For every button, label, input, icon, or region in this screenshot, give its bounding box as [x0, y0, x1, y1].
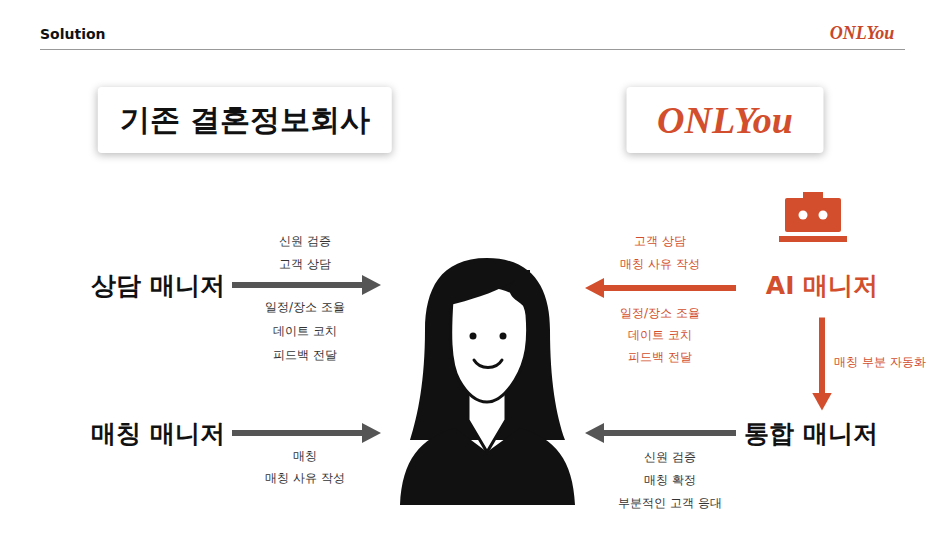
brand-mark: ONLYou [830, 23, 894, 45]
node-text: AI 매니저 [766, 269, 878, 302]
company-box: 기존 결혼정보회사 [98, 87, 392, 153]
node-text: 매칭 매니저 [91, 417, 225, 450]
manager-node: 통합 매니저 [740, 415, 882, 452]
edge-label: 매칭 부분 자동화 [832, 354, 928, 371]
task-text: 신원 검증 [279, 234, 331, 248]
slide-title: Solution [40, 26, 106, 42]
node-text: 통합 매니저 [744, 417, 878, 450]
ai-task-text: 고객 상담 [634, 234, 686, 248]
red-arrow [585, 278, 736, 298]
task-text: 부분적인 고객 응대 [618, 496, 722, 510]
task-text: 매칭 [293, 449, 317, 463]
node-text: ONLYou [657, 98, 793, 142]
manager-node: 상담 매니저 [87, 267, 229, 304]
header-rule [40, 49, 905, 50]
ai-manager-node: AI 매니저 [762, 267, 882, 304]
person-illustration [400, 258, 575, 505]
ai-task-text: 피드백 전달 [628, 350, 692, 364]
node-text: 기존 결혼정보회사 [120, 100, 370, 141]
task-text: 고객 상담 [279, 257, 331, 271]
ai-task-text: 매칭 사유 작성 [620, 257, 700, 271]
task-text: 매칭 확정 [644, 473, 696, 487]
task-text: 일정/장소 조율 [265, 300, 345, 314]
robot-icon [779, 192, 847, 242]
task-text: 신원 검증 [644, 450, 696, 464]
task-text: 피드백 전달 [273, 348, 337, 362]
brand-box: ONLYou [627, 87, 824, 153]
ai-task-text: 데이트 코치 [628, 328, 692, 342]
ai-task-text: 일정/장소 조율 [620, 306, 700, 320]
flow-arrow [819, 318, 825, 395]
task-text: 데이트 코치 [273, 324, 337, 338]
node-text: 상담 매니저 [91, 269, 225, 302]
manager-node: 매칭 매니저 [87, 415, 229, 452]
task-text: 매칭 사유 작성 [265, 471, 345, 485]
